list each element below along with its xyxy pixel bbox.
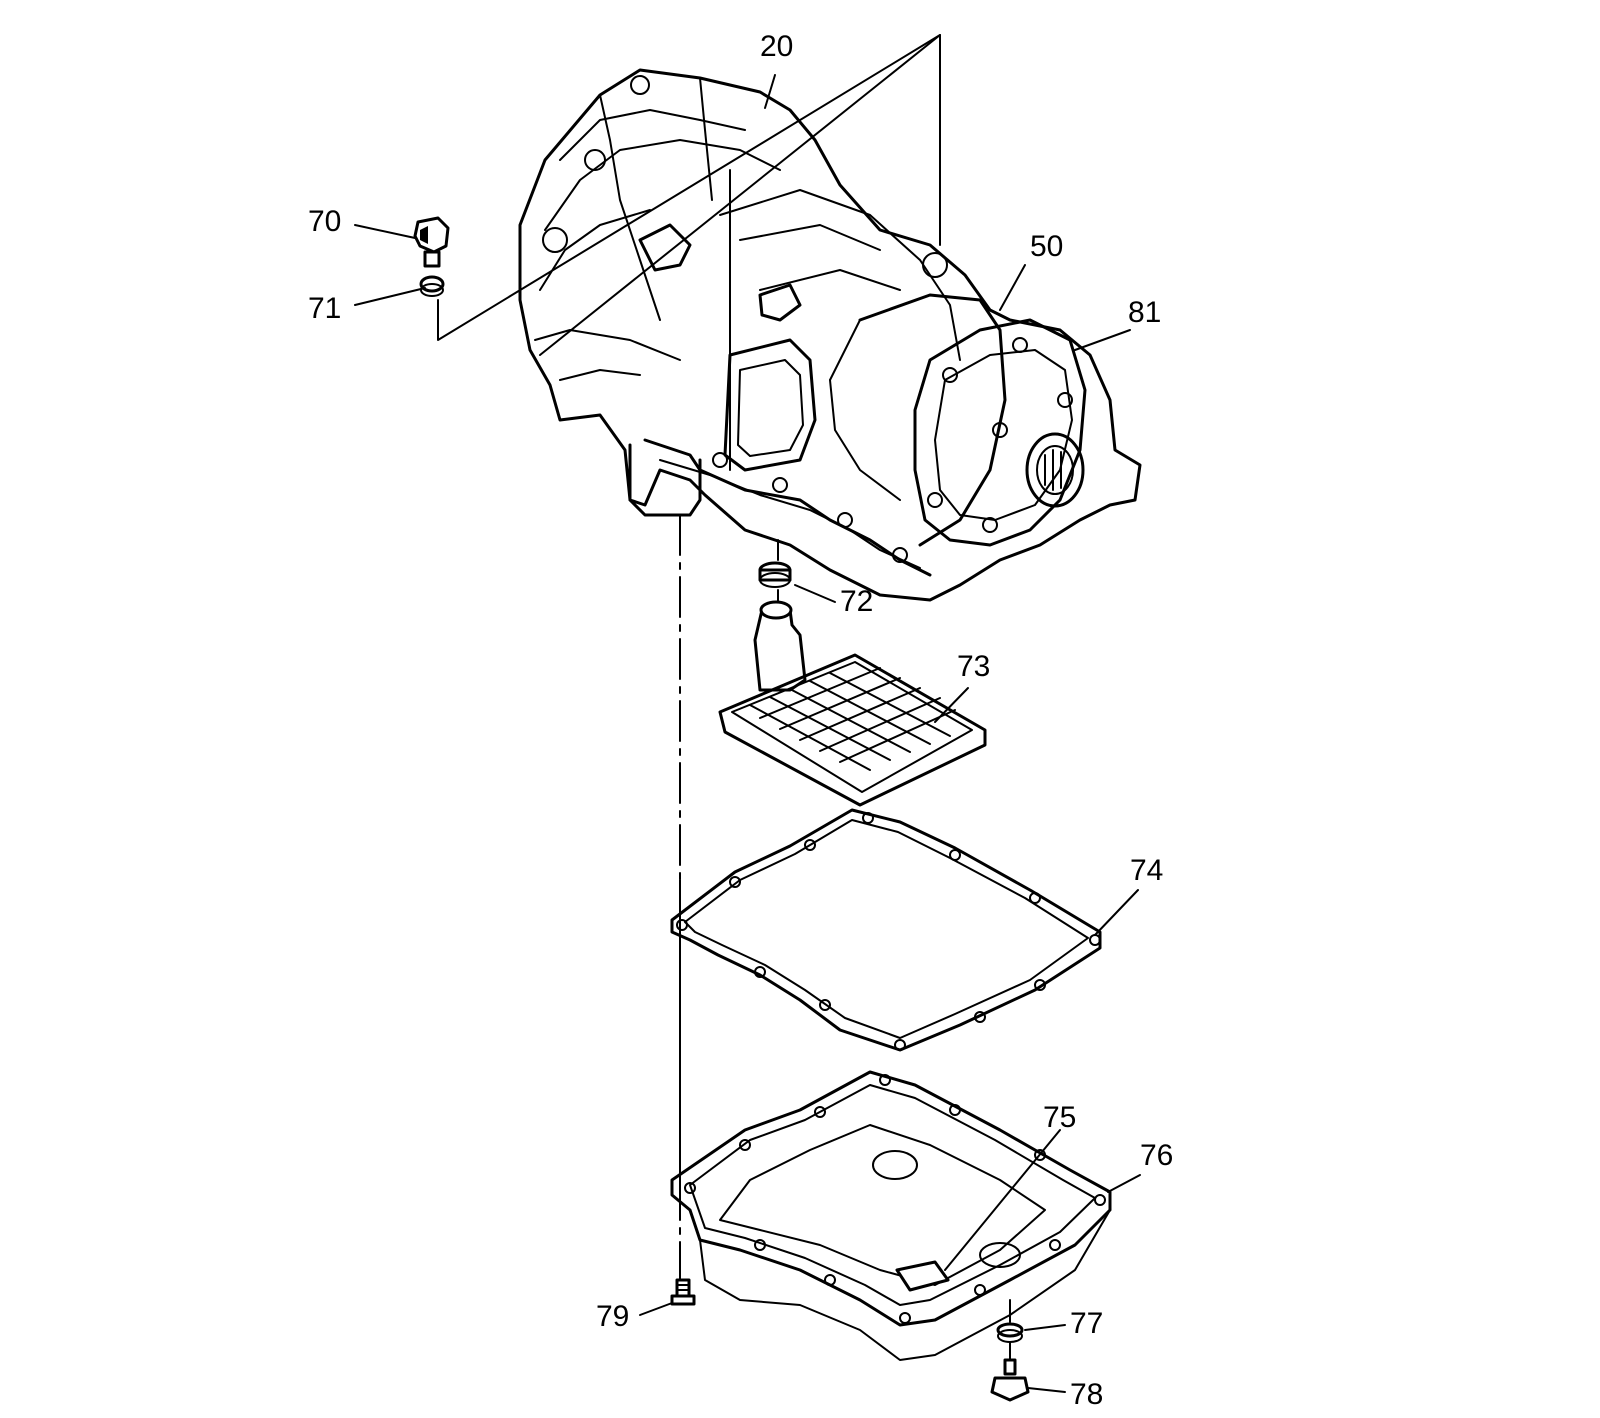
part-73-fluid-filter: [718, 600, 987, 807]
part-70-sensor: [413, 216, 450, 268]
callout-81: 81: [1128, 296, 1161, 329]
callout-73: 73: [957, 650, 990, 683]
callout-70: 70: [308, 205, 341, 238]
part-76-oil-pan: [670, 1070, 1112, 1361]
callout-78: 78: [1070, 1378, 1103, 1411]
callout-77: 77: [1070, 1307, 1103, 1340]
part-77-drain-plug-seal: [996, 1322, 1024, 1343]
callout-79: 79: [596, 1300, 629, 1333]
part-74-pan-gasket: [670, 808, 1102, 1052]
callout-72: 72: [840, 585, 873, 618]
callout-50: 50: [1030, 230, 1063, 263]
transmission-case: [518, 68, 1142, 602]
part-79-pan-bolt: [670, 1278, 696, 1306]
part-71-o-ring: [419, 275, 445, 297]
callout-75: 75: [1043, 1101, 1076, 1134]
callout-74: 74: [1130, 854, 1163, 887]
callout-labels: 20 50 70 71 72 73 74 75 76 77 78 79 81: [308, 30, 1173, 1411]
part-78-drain-plug: [990, 1358, 1030, 1402]
part-75-magnet: [895, 1260, 950, 1292]
callout-76: 76: [1140, 1139, 1173, 1172]
callout-20: 20: [760, 30, 793, 63]
callout-71: 71: [308, 292, 341, 325]
leader-lines: [354, 74, 1141, 1393]
assembly-lines: [437, 34, 1011, 1361]
part-72-filter-seal: [758, 561, 792, 588]
